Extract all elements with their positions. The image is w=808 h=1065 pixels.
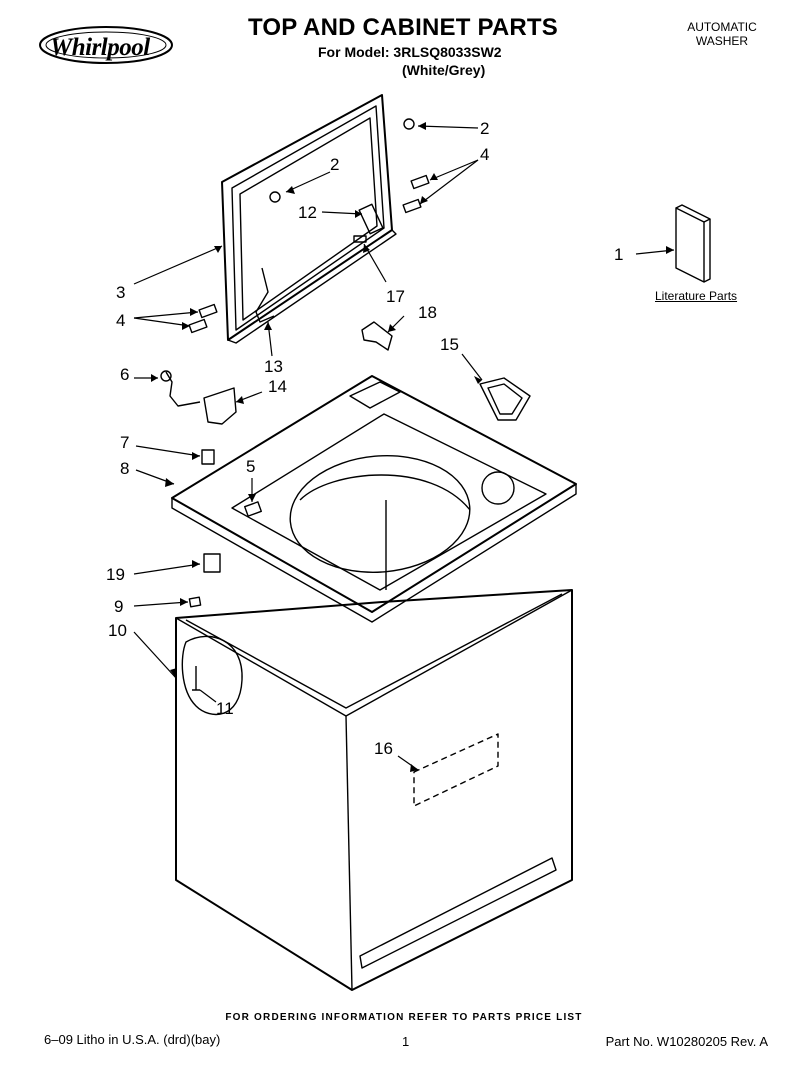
callout-16: 16 xyxy=(374,739,393,758)
callout-14: 14 xyxy=(268,377,287,396)
callout-11: 11 xyxy=(216,699,234,718)
literature-parts-label: Literature Parts xyxy=(655,289,738,303)
callout-12: 12 xyxy=(298,203,317,222)
cabinet-screw-part[interactable] xyxy=(192,666,200,691)
print-info: 6–09 Litho in U.S.A. (drd)(bay) xyxy=(44,1032,221,1047)
model-number: For Model: 3RLSQ8033SW2 xyxy=(318,44,502,60)
dispenser-cup-part[interactable] xyxy=(479,377,531,421)
hose-connector-part[interactable] xyxy=(244,501,262,517)
callout-15: 15 xyxy=(440,335,459,354)
callout-17: 17 xyxy=(386,287,405,306)
lid-bracket-part[interactable] xyxy=(358,203,384,235)
lid-part[interactable] xyxy=(221,94,397,344)
callout-1: 1 xyxy=(614,245,623,264)
leader-lines xyxy=(133,125,675,771)
callout-10: 10 xyxy=(108,621,127,640)
hinge-rod-part[interactable] xyxy=(255,267,275,323)
cabinet-part[interactable] xyxy=(175,589,573,991)
panel-clip-part[interactable] xyxy=(203,553,221,573)
ordering-note: FOR ORDERING INFORMATION REFER TO PARTS … xyxy=(225,1012,583,1023)
cabinet-label-part xyxy=(413,733,499,807)
callout-19: 19 xyxy=(106,565,125,584)
callout-9: 9 xyxy=(114,597,123,616)
callout-2a: 2 xyxy=(480,119,489,138)
lid-clip-part[interactable] xyxy=(353,235,367,243)
leader-arrows xyxy=(151,122,674,772)
page-number: 1 xyxy=(402,1034,410,1049)
literature-part xyxy=(675,204,711,283)
lid-screw-part[interactable] xyxy=(269,118,415,203)
page-title: TOP AND CABINET PARTS xyxy=(248,14,559,41)
callout-8: 8 xyxy=(120,459,129,478)
product-type-line-1: AUTOMATIC xyxy=(687,20,757,34)
callout-18: 18 xyxy=(418,303,437,322)
top-panel-part[interactable] xyxy=(171,375,577,623)
callout-4a: 4 xyxy=(480,145,489,164)
cabinet-clip-part[interactable] xyxy=(188,596,202,608)
part-number: Part No. W10280205 Rev. A xyxy=(605,1034,768,1049)
clip-part[interactable] xyxy=(361,321,393,351)
product-type-line-2: WASHER xyxy=(695,34,749,48)
callout-4b: 4 xyxy=(116,311,125,330)
hinge-screw-part[interactable] xyxy=(188,174,430,334)
switch-bracket-part[interactable] xyxy=(201,449,215,465)
brand-name: Whirlpool xyxy=(50,34,150,61)
brand-logo-icon xyxy=(39,26,173,64)
callout-3: 3 xyxy=(116,283,125,302)
callout-13: 13 xyxy=(264,357,283,376)
callout-7: 7 xyxy=(120,433,129,452)
lid-switch-part[interactable] xyxy=(203,387,237,425)
callout-2b: 2 xyxy=(330,155,339,174)
model-variant: (White/Grey) xyxy=(402,62,486,78)
callout-5: 5 xyxy=(246,457,255,476)
product-type: AUTOMATIC WASHER xyxy=(672,20,772,48)
callout-6: 6 xyxy=(120,365,129,384)
